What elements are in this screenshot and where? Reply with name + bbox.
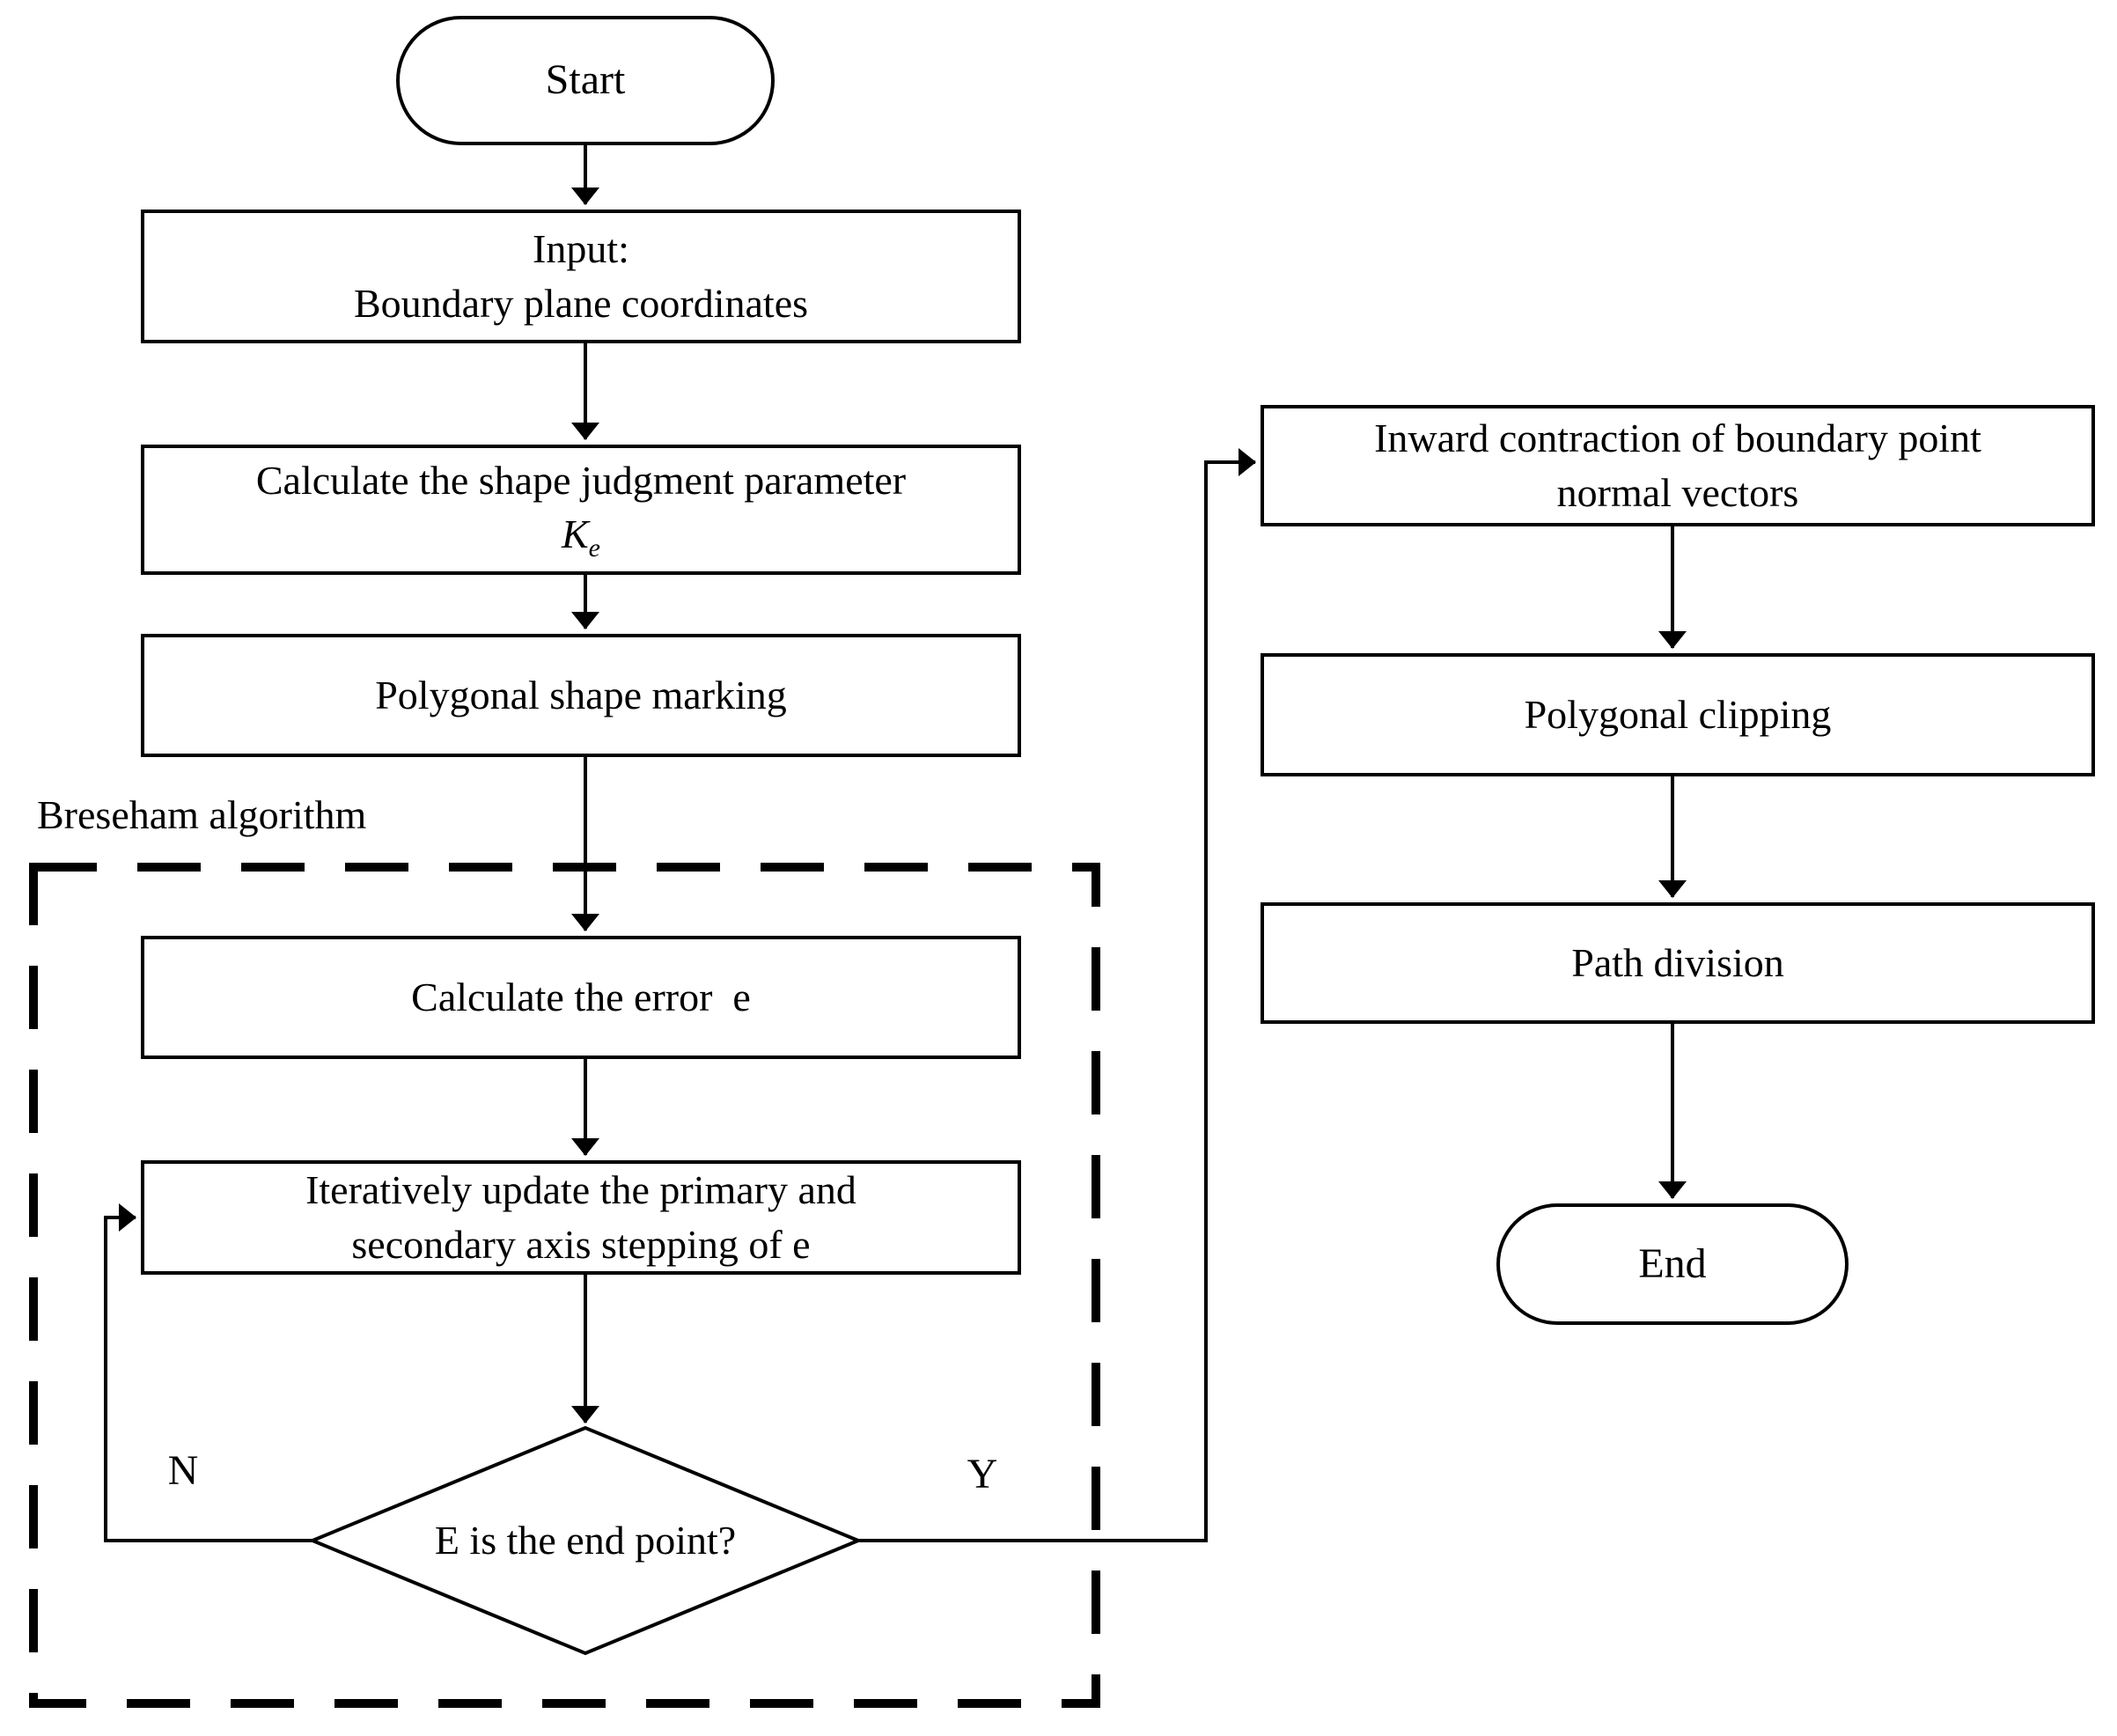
calculate-error-process-box: Calculate the error e — [141, 936, 1021, 1059]
start-terminator: Start — [396, 16, 775, 145]
shape-parameter-process-box: Calculate the shape judgment parameter K… — [141, 445, 1021, 575]
iterative-update-process-box: Iteratively update the primary and secon… — [141, 1160, 1021, 1275]
polygonal-clipping-process-box: Polygonal clipping — [1261, 653, 2095, 776]
input-process-box: Input: Boundary plane coordinates — [141, 210, 1021, 343]
bresenham-dashed-boundary — [29, 863, 1100, 1708]
arrow-decision-yes-branch — [858, 448, 1256, 1542]
shape-parameter-symbol: Ke — [562, 507, 600, 566]
path-division-label: Path division — [1571, 940, 1784, 986]
decision-label: E is the end point? — [434, 1518, 737, 1563]
inward-contraction-label-line1: Inward contraction of boundary point — [1374, 416, 1981, 461]
iterative-update-label-line1: Iteratively update the primary and — [305, 1167, 856, 1213]
iterative-update-label-line2: secondary axis stepping of e — [351, 1222, 811, 1267]
polygonal-clipping-label: Polygonal clipping — [1524, 692, 1832, 738]
shape-parameter-symbol-subscript: e — [588, 533, 600, 563]
shape-parameter-label: Calculate the shape judgment parameter — [255, 457, 907, 503]
branch-no-label: N — [167, 1447, 199, 1494]
branch-yes-label: Y — [967, 1451, 998, 1497]
polygonal-marking-label: Polygonal shape marking — [375, 673, 787, 718]
start-label: Start — [545, 56, 626, 104]
decision-diamond-shape — [307, 1425, 864, 1656]
bresenham-region-label: Breseham algorithm — [37, 792, 367, 837]
input-label-line1: Input: — [533, 226, 629, 272]
end-terminator: End — [1496, 1203, 1849, 1325]
input-label-line2: Boundary plane coordinates — [353, 281, 809, 326]
end-label: End — [1638, 1239, 1707, 1287]
polygonal-marking-process-box: Polygonal shape marking — [141, 634, 1021, 757]
inward-contraction-process-box: Inward contraction of boundary point nor… — [1261, 405, 2095, 526]
arrow-decision-no-loop — [104, 1203, 312, 1542]
path-division-process-box: Path division — [1261, 902, 2095, 1024]
calculate-error-label: Calculate the error e — [411, 975, 751, 1020]
inward-contraction-label-line2: normal vectors — [1556, 470, 1799, 515]
shape-parameter-symbol-main: K — [561, 511, 589, 557]
